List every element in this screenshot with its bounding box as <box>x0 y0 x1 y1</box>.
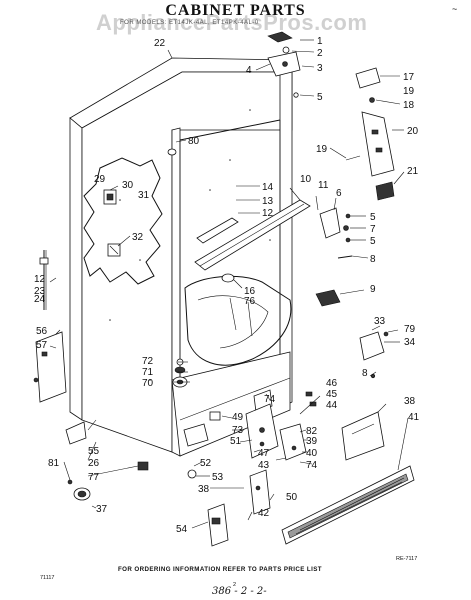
bottom-hinge-assembly <box>209 389 307 515</box>
callout-3: 3 <box>317 63 323 74</box>
callout-7: 7 <box>370 224 376 235</box>
callout-13: 13 <box>262 196 274 207</box>
callout-6: 6 <box>336 188 342 199</box>
cabinet-shell <box>69 57 311 457</box>
callout-51: 51 <box>230 436 242 447</box>
callout-45: 45 <box>326 389 338 400</box>
callout-47: 47 <box>258 448 270 459</box>
callout-33: 33 <box>374 316 386 327</box>
grommet-16 <box>221 273 235 283</box>
callout-70: 70 <box>142 378 154 389</box>
handwritten-note: 386 - 2 - 2- <box>212 586 267 597</box>
callout-labels: 1 2 3 4 5 22 17 19 18 20 19 21 80 29 30 … <box>34 36 420 535</box>
callout-8-lower: 8 <box>362 368 368 379</box>
toe-grille <box>281 411 415 545</box>
left-side-parts <box>33 250 67 403</box>
callout-20: 20 <box>407 126 419 137</box>
callout-17: 17 <box>403 72 415 83</box>
callout-76: 76 <box>244 296 256 307</box>
diagram-title: CABINET PARTS <box>165 2 306 19</box>
callout-2: 2 <box>317 48 323 59</box>
right-hinge-assembly <box>345 67 395 201</box>
callout-77: 77 <box>88 472 100 483</box>
callout-19-lower: 19 <box>316 144 328 155</box>
callout-40: 40 <box>306 448 318 459</box>
callout-38-right: 38 <box>404 396 416 407</box>
callout-9: 9 <box>370 284 376 295</box>
callout-34: 34 <box>404 337 416 348</box>
callout-12-upper: 12 <box>262 208 274 219</box>
callout-81: 81 <box>48 458 60 469</box>
callout-26: 26 <box>88 458 100 469</box>
leader-lines <box>49 39 409 529</box>
callout-79: 79 <box>404 324 416 335</box>
callout-37: 37 <box>96 504 108 515</box>
callout-39: 39 <box>306 436 318 447</box>
callout-57: 57 <box>36 340 48 351</box>
callout-29: 29 <box>94 174 106 185</box>
drawing-code-right: RE-7117 <box>396 556 418 562</box>
callout-5-top: 5 <box>317 92 323 103</box>
callout-46: 46 <box>326 378 338 389</box>
callout-14: 14 <box>262 182 274 193</box>
lower-left-parts <box>65 421 229 547</box>
callout-72: 72 <box>142 356 154 367</box>
callout-21: 21 <box>407 166 419 177</box>
callout-80: 80 <box>188 136 200 147</box>
callout-55: 55 <box>88 446 100 457</box>
callout-54: 54 <box>176 524 188 535</box>
drawing-code-left: 71117 <box>40 575 55 581</box>
callout-30: 30 <box>122 180 134 191</box>
callout-44: 44 <box>326 400 338 411</box>
callout-74-lower: 74 <box>306 460 318 471</box>
callout-82: 82 <box>306 426 318 437</box>
top-hinge-assembly <box>267 31 301 98</box>
plug-80 <box>167 148 177 156</box>
callout-74-upper: 74 <box>264 394 276 405</box>
callout-10: 10 <box>300 174 312 185</box>
callout-41: 41 <box>408 412 420 423</box>
callout-38-left: 38 <box>198 484 210 495</box>
callout-11: 11 <box>318 180 329 191</box>
callout-49: 49 <box>232 412 244 423</box>
watermark-text: AppliancePartsPros.com <box>96 10 368 35</box>
callout-12-left: 12 <box>34 274 46 285</box>
callout-43: 43 <box>258 460 270 471</box>
callout-24: 24 <box>34 294 46 305</box>
center-hinge-bracket <box>315 207 353 307</box>
callout-8-upper: 8 <box>370 254 376 265</box>
page-number: 2 <box>233 582 237 588</box>
callout-19-top: 19 <box>403 86 415 97</box>
callout-22: 22 <box>154 38 166 49</box>
callout-5-mid: 5 <box>370 212 376 223</box>
callout-23: 23 <box>34 286 46 297</box>
callout-18: 18 <box>403 100 415 111</box>
callout-73: 73 <box>232 425 244 436</box>
callout-5-low: 5 <box>370 236 376 247</box>
callout-71: 71 <box>142 367 154 378</box>
callout-56: 56 <box>36 326 48 337</box>
callout-42: 42 <box>258 508 270 519</box>
callout-53: 53 <box>212 472 224 483</box>
ordering-note: FOR ORDERING INFORMATION REFER TO PARTS … <box>118 566 322 573</box>
callout-52: 52 <box>200 458 212 469</box>
callout-32: 32 <box>132 232 144 243</box>
callout-4: 4 <box>246 65 252 76</box>
callout-50: 50 <box>286 492 298 503</box>
diagram-subtitle: FOR MODELS: ET14JK-4AL, ET14PK-4AL-0 <box>120 20 259 26</box>
lower-right-hardware <box>305 331 389 407</box>
callout-1: 1 <box>317 36 323 47</box>
corner-mark: ~ <box>452 4 458 14</box>
callout-16: 16 <box>244 286 256 297</box>
callout-31: 31 <box>138 190 150 201</box>
